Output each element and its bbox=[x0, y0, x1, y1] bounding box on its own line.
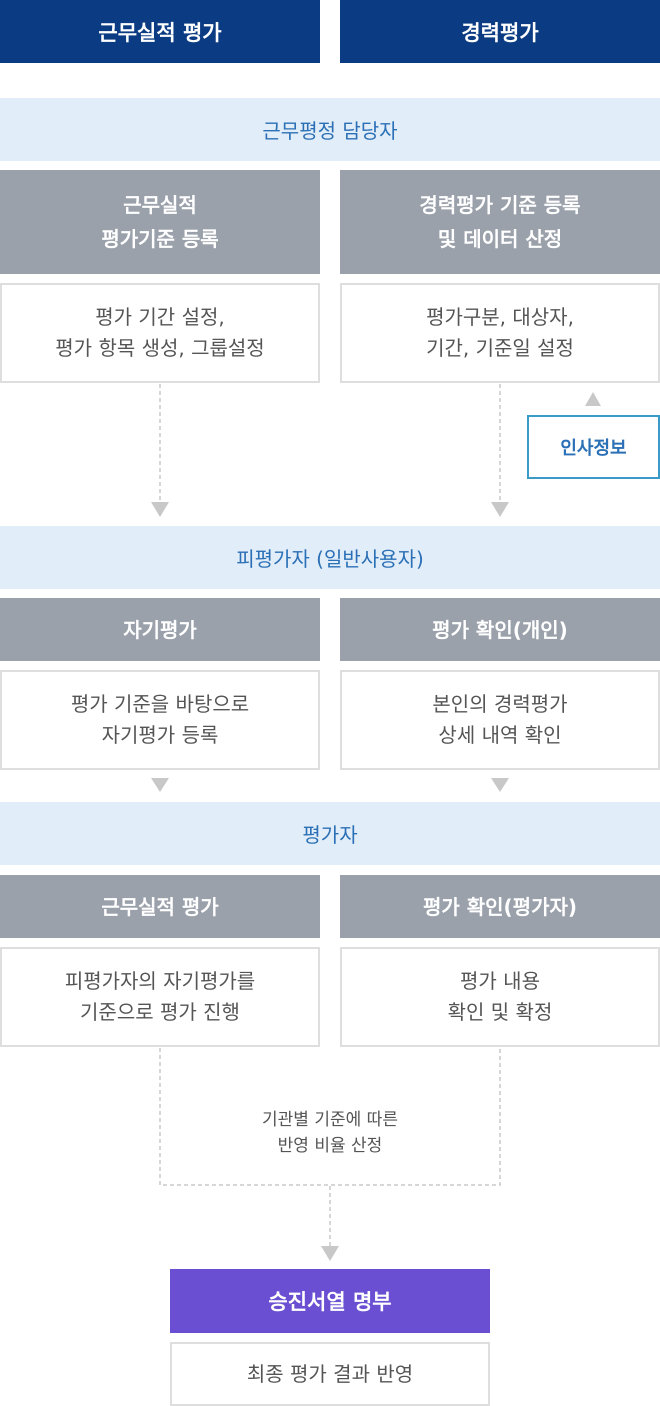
desc-evaluator-confirmation: 평가 내용 확인 및 확정 bbox=[340, 947, 660, 1047]
desc-career-criteria: 평가구분, 대상자, 기간, 기준일 설정 bbox=[340, 283, 660, 383]
head-work-criteria-registration: 근무실적 평가기준 등록 bbox=[0, 170, 320, 274]
arrow-down-left-section2 bbox=[151, 778, 169, 792]
head-career-criteria-registration: 경력평가 기준 등록 및 데이터 산정 bbox=[340, 170, 660, 274]
desc-work-performance-evaluation: 피평가자의 자기평가를 기준으로 평가 진행 bbox=[0, 947, 320, 1047]
arrow-down-right-section2 bbox=[491, 778, 509, 792]
head-evaluator-confirmation: 평가 확인(평가자) bbox=[340, 875, 660, 938]
arrow-down-left-section1 bbox=[151, 502, 169, 517]
head-work-performance-evaluation: 근무실적 평가 bbox=[0, 875, 320, 938]
tab-work-performance: 근무실적 평가 bbox=[0, 0, 320, 63]
band-evaluator: 평가자 bbox=[0, 802, 660, 865]
desc-final-result: 최종 평가 결과 반영 bbox=[170, 1342, 490, 1406]
arrow-down-right-section1 bbox=[491, 502, 509, 517]
tab-career-evaluation: 경력평가 bbox=[340, 0, 660, 63]
head-personal-confirmation: 평가 확인(개인) bbox=[340, 598, 660, 661]
desc-personal-confirmation: 본인의 경력평가 상세 내역 확인 bbox=[340, 670, 660, 770]
arrow-down-final bbox=[321, 1246, 339, 1261]
band-evaluatee: 피평가자 (일반사용자) bbox=[0, 526, 660, 589]
desc-self-evaluation: 평가 기준을 바탕으로 자기평가 등록 bbox=[0, 670, 320, 770]
connector-merge-bracket bbox=[159, 1048, 501, 1186]
head-self-evaluation: 자기평가 bbox=[0, 598, 320, 661]
head-promotion-ranking-list: 승진서열 명부 bbox=[170, 1269, 490, 1333]
merge-ratio-note: 기관별 기준에 따른 반영 비율 산정 bbox=[262, 1110, 398, 1156]
desc-work-criteria: 평가 기간 설정, 평가 항목 생성, 그룹설정 bbox=[0, 283, 320, 383]
band-evaluation-manager: 근무평정 담당자 bbox=[0, 98, 660, 161]
arrow-up-hr-info bbox=[585, 392, 601, 406]
hr-info-box: 인사정보 bbox=[527, 415, 660, 479]
